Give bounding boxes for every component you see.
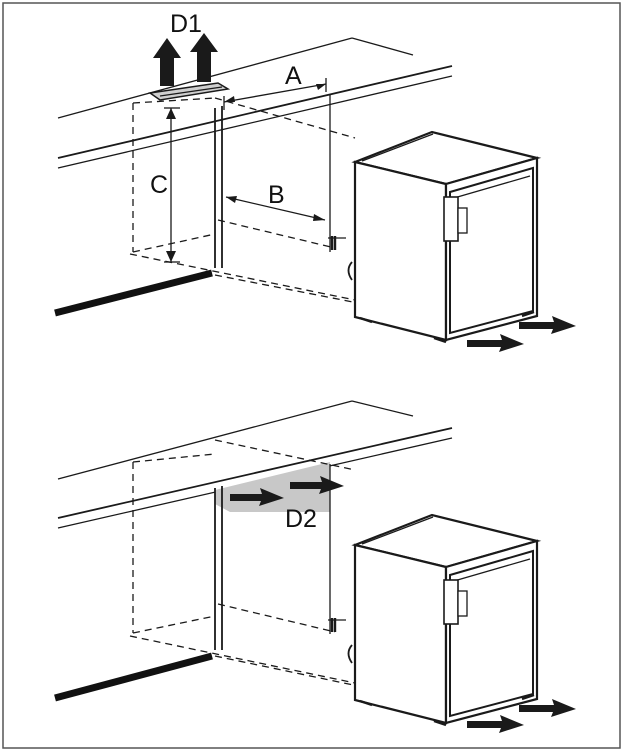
niche-outline-bottom [129,439,359,687]
floor-plinth [54,269,213,317]
dimension-c [164,107,180,263]
floor-plinth-bottom [54,652,213,702]
label-c: C [150,171,168,199]
dimension-a [223,78,327,110]
handle-icon [443,579,459,625]
niche-side-wall-bottom [214,464,346,650]
label-d2: D2 [285,505,317,533]
double-arrow-icon [230,476,344,506]
dimension-b [225,196,326,221]
handle-icon [443,196,459,242]
niche-side-wall [214,94,346,268]
arrow-up-icon [153,33,218,86]
label-b: B [268,181,285,209]
fridge-unit-bottom [347,513,542,727]
vent-grille [148,82,231,101]
top-panel: D1 A [54,10,576,352]
niche-outline [129,97,359,304]
label-d1: D1 [170,10,202,38]
bottom-panel: D2 [54,400,576,733]
label-a: A [285,62,302,90]
fridge-unit [347,130,542,344]
arrow-right-icon [467,316,576,352]
arrow-right-icon [467,699,576,733]
